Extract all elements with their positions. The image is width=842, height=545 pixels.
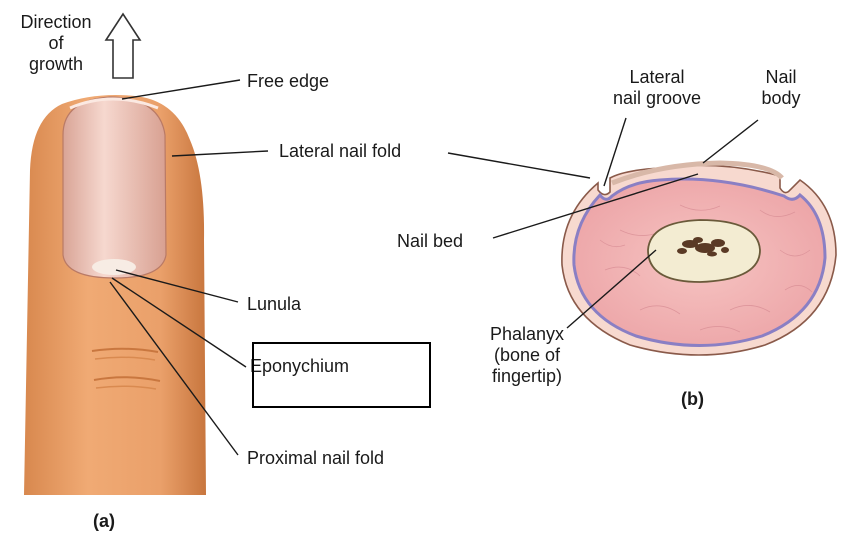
phalanx-line-1: Phalanyx <box>478 324 576 345</box>
leader-lateral-nail-fold-b <box>448 153 590 178</box>
leader-nail-body <box>703 120 758 163</box>
lunula-shape <box>92 259 136 275</box>
direction-line-2: of <box>4 33 108 54</box>
lateral-nail-groove-line-2: nail groove <box>592 88 722 109</box>
nail-body-line-1: Nail <box>745 67 817 88</box>
cross-section-illustration <box>562 163 836 355</box>
nail-body-line-2: body <box>745 88 817 109</box>
leader-free-edge <box>122 80 240 99</box>
lateral-nail-groove-label: Lateral nail groove <box>592 67 722 109</box>
eponychium-highlight-box <box>252 342 431 408</box>
nail-bed-label: Nail bed <box>397 231 463 252</box>
lateral-nail-fold-label: Lateral nail fold <box>279 141 401 162</box>
free-edge-label: Free edge <box>247 71 329 92</box>
direction-line-3: growth <box>4 54 108 75</box>
phalanx-label: Phalanyx (bone of fingertip) <box>478 324 576 387</box>
growth-arrow-icon <box>106 14 140 78</box>
direction-of-growth-label: Direction of growth <box>4 12 108 75</box>
nail-body-label: Nail body <box>745 67 817 109</box>
lunula-label: Lunula <box>247 294 301 315</box>
panel-b-caption: (b) <box>681 389 704 410</box>
panel-a-caption: (a) <box>93 511 115 532</box>
phalanx-line-3: fingertip) <box>478 366 576 387</box>
proximal-nail-fold-label: Proximal nail fold <box>247 448 384 469</box>
lateral-nail-groove-line-1: Lateral <box>592 67 722 88</box>
phalanx-line-2: (bone of <box>478 345 576 366</box>
nail-plate <box>63 97 166 278</box>
direction-line-1: Direction <box>4 12 108 33</box>
